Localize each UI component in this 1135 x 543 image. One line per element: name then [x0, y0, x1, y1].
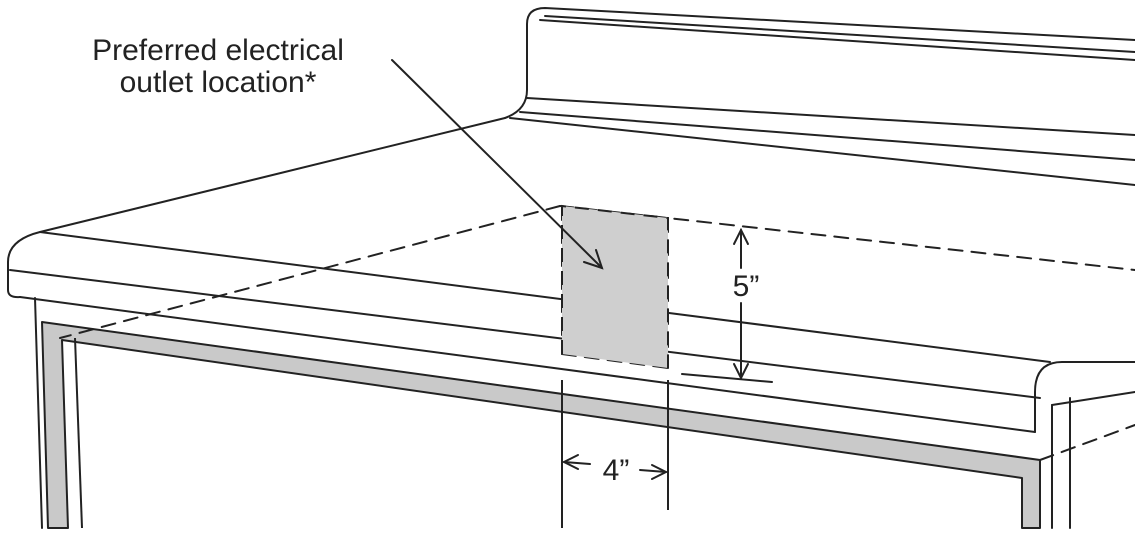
callout-label-line1: Preferred electrical	[92, 34, 344, 67]
backsplash	[504, 7, 1135, 119]
width-dimension-label: 4”	[603, 454, 630, 487]
width-arrow-left	[561, 454, 579, 470]
countertop-front-face-top	[9, 269, 1041, 399]
cabinet-right-edge	[1051, 391, 1135, 406]
backsplash-top-edge	[539, 19, 1135, 61]
width-dim-line-right	[639, 469, 667, 473]
cabinet-opening-frame	[41, 321, 1041, 529]
dashed-right-line	[1039, 424, 1135, 461]
countertop-back-edge	[509, 117, 1135, 186]
height-dimension-label: 5”	[733, 270, 760, 303]
width-dim-line-left	[563, 461, 591, 465]
cabinet-frame-inner-left	[74, 337, 83, 529]
callout-arrowhead	[583, 249, 604, 270]
outlet-zone	[562, 206, 668, 368]
dashed-left-line	[59, 205, 561, 339]
backsplash-base-inner	[519, 111, 1135, 161]
countertop-left-edge	[7, 117, 506, 299]
outlet-zone-edge	[561, 204, 669, 368]
callout-leader	[391, 59, 603, 269]
backsplash-top-inner	[544, 15, 1135, 53]
height-arrow-top	[733, 227, 749, 245]
height-ext-bottom	[681, 373, 773, 383]
width-arrow-right	[651, 464, 669, 480]
countertop-front-face-bottom	[19, 296, 1036, 433]
cabinet-left-side-outer	[34, 297, 43, 529]
countertop-front-top-edge	[39, 231, 1051, 363]
countertop-right-nosing	[1034, 361, 1135, 433]
callout-label-line2: outlet location*	[120, 66, 317, 99]
height-arrow-bottom	[733, 363, 749, 381]
backsplash-base-edge	[526, 97, 1135, 136]
